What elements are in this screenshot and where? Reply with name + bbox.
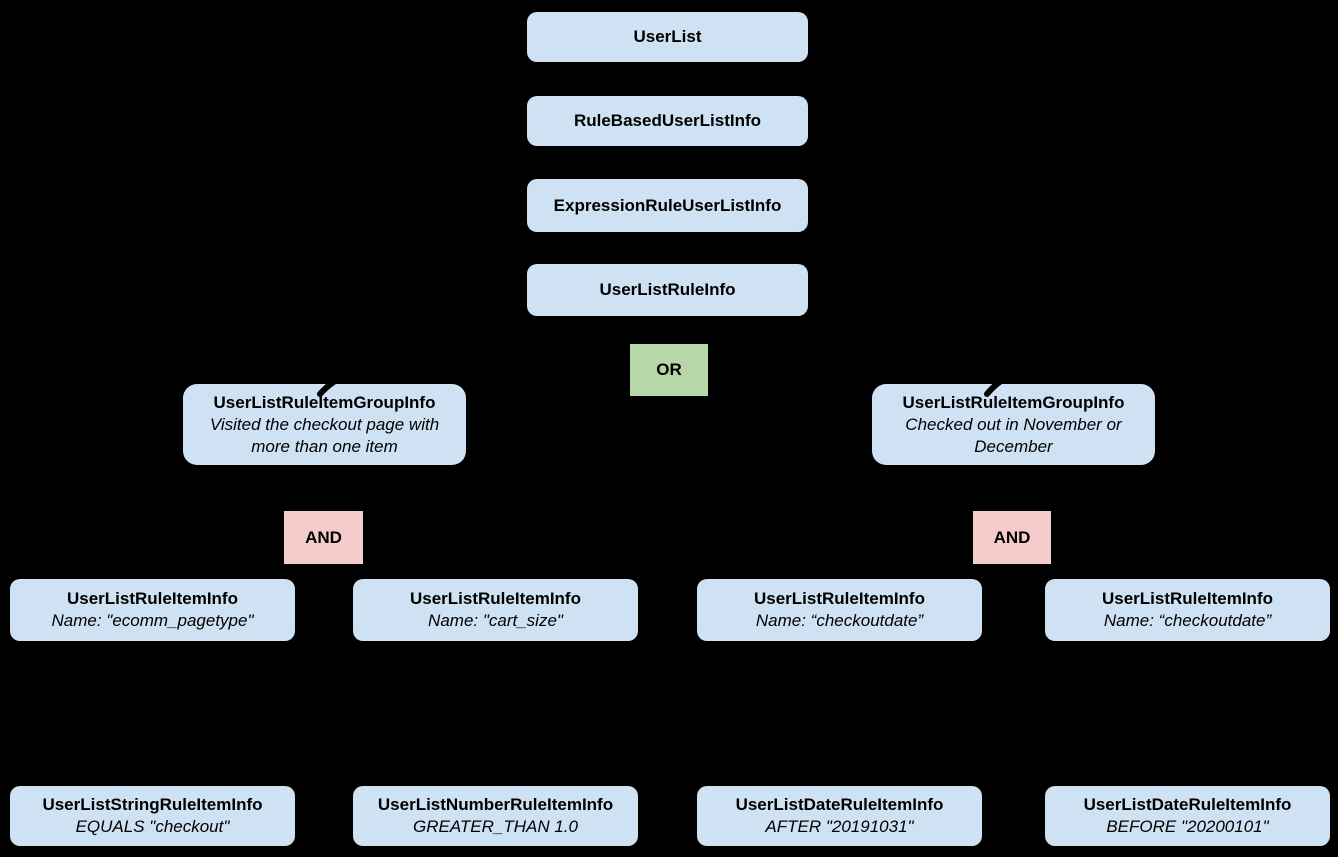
node-title: UserList (633, 27, 702, 46)
node-rule-item-cart-size: UserListRuleItemInfo Name: "cart_size" (353, 579, 638, 641)
node-title: UserListRuleItemGroupInfo (213, 392, 436, 412)
operator-label: OR (656, 360, 682, 379)
node-date-rule-item-after: UserListDateRuleItemInfo AFTER "20191031… (697, 786, 982, 846)
node-subtitle: BEFORE "20200101" (1106, 817, 1269, 836)
and-operator-right: AND (973, 511, 1051, 564)
node-title: UserListRuleItemInfo (1102, 589, 1273, 608)
node-title: UserListRuleItemInfo (67, 589, 238, 608)
node-expressionruleuserlistinfo: ExpressionRuleUserListInfo (527, 179, 808, 232)
node-subtitle: GREATER_THAN 1.0 (412, 817, 578, 836)
node-title: UserListRuleItemInfo (410, 589, 581, 608)
node-rulebaseduserlistinfo: RuleBasedUserListInfo (527, 96, 808, 146)
node-userlist: UserList (527, 12, 808, 62)
node-rule-item-checkoutdate-before: UserListRuleItemInfo Name: “checkoutdate… (1045, 579, 1330, 641)
node-title: ExpressionRuleUserListInfo (553, 195, 782, 215)
operator-label: AND (993, 527, 1031, 547)
node-title: UserListRuleInfo (599, 280, 736, 299)
node-subtitle: Checked out in November or December (905, 414, 1122, 456)
node-rule-item-ecomm-pagetype: UserListRuleItemInfo Name: "ecomm_pagety… (10, 579, 295, 641)
node-title: UserListRuleItemInfo (754, 589, 925, 608)
node-title: UserListDateRuleItemInfo (1083, 795, 1292, 814)
node-date-rule-item-before: UserListDateRuleItemInfo BEFORE "2020010… (1045, 786, 1330, 846)
node-title: UserListNumberRuleItemInfo (377, 795, 614, 814)
or-operator-badge: OR (630, 344, 708, 396)
node-subtitle: Name: “checkoutdate” (1103, 611, 1272, 630)
node-subtitle: EQUALS "checkout" (75, 817, 230, 836)
node-subtitle: Name: "cart_size" (428, 611, 563, 630)
node-rule-item-group-left: UserListRuleItemGroupInfo Visited the ch… (183, 384, 466, 465)
operator-label: AND (305, 527, 342, 547)
node-title: RuleBasedUserListInfo (573, 111, 762, 130)
node-number-rule-item: UserListNumberRuleItemInfo GREATER_THAN … (353, 786, 638, 846)
node-title: UserListRuleItemGroupInfo (902, 392, 1125, 412)
node-string-rule-item: UserListStringRuleItemInfo EQUALS "check… (10, 786, 295, 846)
node-subtitle: Visited the checkout page with more than… (209, 414, 440, 456)
node-title: UserListStringRuleItemInfo (42, 795, 263, 814)
node-subtitle: Name: “checkoutdate” (755, 611, 924, 630)
node-rule-item-group-right: UserListRuleItemGroupInfo Checked out in… (872, 384, 1155, 465)
node-rule-item-checkoutdate-after: UserListRuleItemInfo Name: “checkoutdate… (697, 579, 982, 641)
node-title: UserListDateRuleItemInfo (735, 795, 944, 814)
and-operator-left: AND (284, 511, 363, 564)
node-subtitle: AFTER "20191031" (765, 817, 914, 836)
node-userlistruleinfo: UserListRuleInfo (527, 264, 808, 316)
node-subtitle: Name: "ecomm_pagetype" (51, 611, 254, 630)
